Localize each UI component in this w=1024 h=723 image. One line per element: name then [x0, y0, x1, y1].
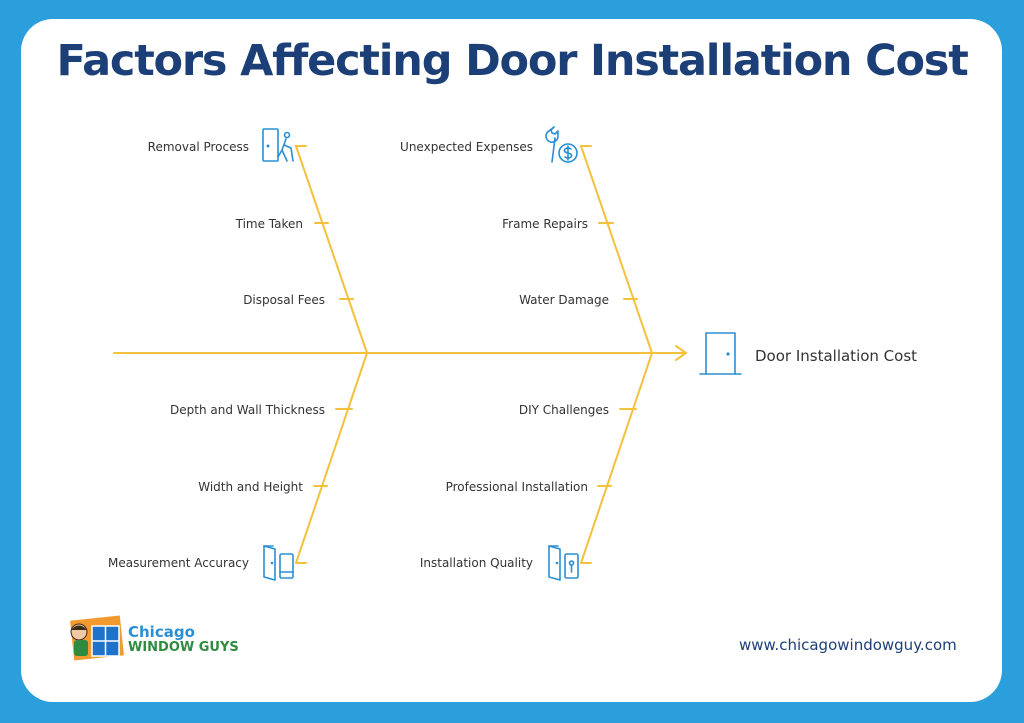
cause-measurement-accuracy: Measurement Accuracy [108, 556, 249, 570]
cause-depth-wall-thickness: Depth and Wall Thickness [170, 403, 325, 417]
cause-disposal-fees: Disposal Fees [243, 293, 325, 307]
logo-text-chicago: Chicago [128, 623, 195, 641]
wrench-dollar-icon [545, 126, 578, 163]
logo-emblem [70, 615, 124, 661]
effect-label: Door Installation Cost [755, 347, 917, 365]
spine-arrowhead [675, 345, 688, 361]
branch-top-left [295, 145, 368, 354]
branch-top-right [580, 145, 653, 354]
cause-unexpected-expenses: Unexpected Expenses [400, 140, 533, 154]
cause-installation-quality: Installation Quality [420, 556, 533, 570]
door-quality-icon [548, 545, 579, 581]
cause-professional-installation: Professional Installation [446, 480, 588, 494]
logo-text-window-guys: WINDOW GUYS [128, 640, 239, 655]
page-title: Factors Affecting Door Installation Cost [56, 36, 968, 86]
cause-water-damage: Water Damage [519, 293, 609, 307]
cause-diy-challenges: DIY Challenges [519, 403, 609, 417]
door-icon [699, 332, 742, 375]
cause-removal-process: Removal Process [148, 140, 249, 154]
cause-width-height: Width and Height [198, 480, 303, 494]
website-url[interactable]: www.chicagowindowguy.com [739, 636, 957, 654]
content-card [21, 19, 1002, 702]
cause-time-taken: Time Taken [235, 217, 303, 231]
cause-frame-repairs: Frame Repairs [502, 217, 588, 231]
door-measure-icon [263, 545, 294, 581]
branch-bottom-left [295, 352, 368, 564]
branch-bottom-right [580, 352, 653, 564]
chicago-window-guys-logo: Chicago WINDOW GUYS [70, 615, 239, 661]
door-removal-icon [262, 128, 294, 162]
